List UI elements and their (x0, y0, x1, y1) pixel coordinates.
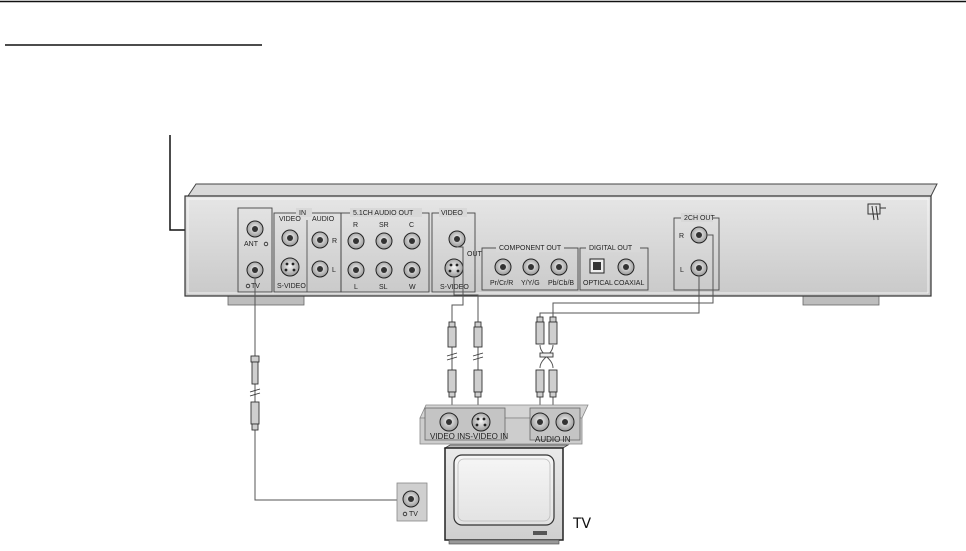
in-video-label: VIDEO (279, 216, 301, 223)
television (443, 444, 570, 545)
svideo-cable-line (453, 277, 479, 325)
ch2-r-label: R (679, 233, 684, 240)
ch2-group-label: 2CH OUT (684, 215, 715, 222)
in-audio-r-label: R (332, 238, 337, 245)
tv-audio-in-label: AUDIO IN (535, 435, 571, 444)
y-label: Y/Y/G (521, 280, 540, 287)
player-top (187, 183, 938, 197)
tv-ant-label: TV (409, 511, 418, 518)
tv-screen (453, 454, 555, 526)
audio-l-cable-line (539, 276, 700, 318)
in-group-label: IN (299, 210, 306, 217)
svideo-out-jack[interactable] (444, 258, 464, 278)
tv-antenna-panel: TV (396, 482, 428, 522)
cables (254, 234, 714, 501)
video-cable-line (451, 246, 464, 325)
ch-r-label: R (353, 222, 358, 229)
tv-input-panel: VIDEO IN S-VIDEO IN AUDIO IN (419, 404, 589, 445)
audio-r-cable-line (552, 234, 714, 318)
power-cord-icon (867, 203, 886, 221)
in-audio-label: AUDIO (312, 216, 335, 223)
dvd-player: ANT TV IN VIDEO AUDIO S-VIDEO R L 5.1CH … (184, 183, 938, 306)
audio-cable-plugs (535, 316, 558, 398)
av-cable-plugs (446, 321, 484, 398)
tv-video-in-label: VIDEO IN (430, 432, 465, 441)
ch-l-label: L (354, 284, 358, 291)
rf-cable-plugs (249, 355, 261, 431)
ant-in-label: ANT (244, 241, 259, 248)
ch-sr-label: SR (379, 222, 389, 229)
ch2-l-label: L (680, 267, 684, 274)
audio51-group-label: 5.1CH AUDIO OUT (353, 210, 414, 217)
tv-svideo-in-jack[interactable] (471, 412, 491, 432)
ch-c-label: C (409, 222, 414, 229)
pr-label: Pr/Cr/R (490, 280, 513, 287)
digital-group-label: DIGITAL OUT (589, 245, 633, 252)
to-tv-label: TV (251, 283, 260, 290)
ch-sl-label: SL (379, 284, 388, 291)
svideo-out-label: S-VIDEO (440, 284, 469, 291)
component-group-label: COMPONENT OUT (499, 245, 562, 252)
coaxial-label: COAXIAL (614, 280, 644, 287)
in-svideo-jack[interactable] (280, 257, 300, 277)
in-svideo-label: S-VIDEO (277, 283, 306, 290)
ch-w-label: W (409, 284, 416, 291)
tv-label: TV (572, 516, 592, 532)
video-out-group-label: VIDEO (441, 210, 463, 217)
tv-svideo-in-label: S-VIDEO IN (465, 432, 508, 441)
pb-label: Pb/Cb/B (548, 280, 574, 287)
in-audio-l-label: L (332, 267, 336, 274)
optical-label: OPTICAL (583, 280, 613, 287)
rf-cable (254, 278, 408, 501)
video-out-label: OUT (467, 251, 483, 258)
